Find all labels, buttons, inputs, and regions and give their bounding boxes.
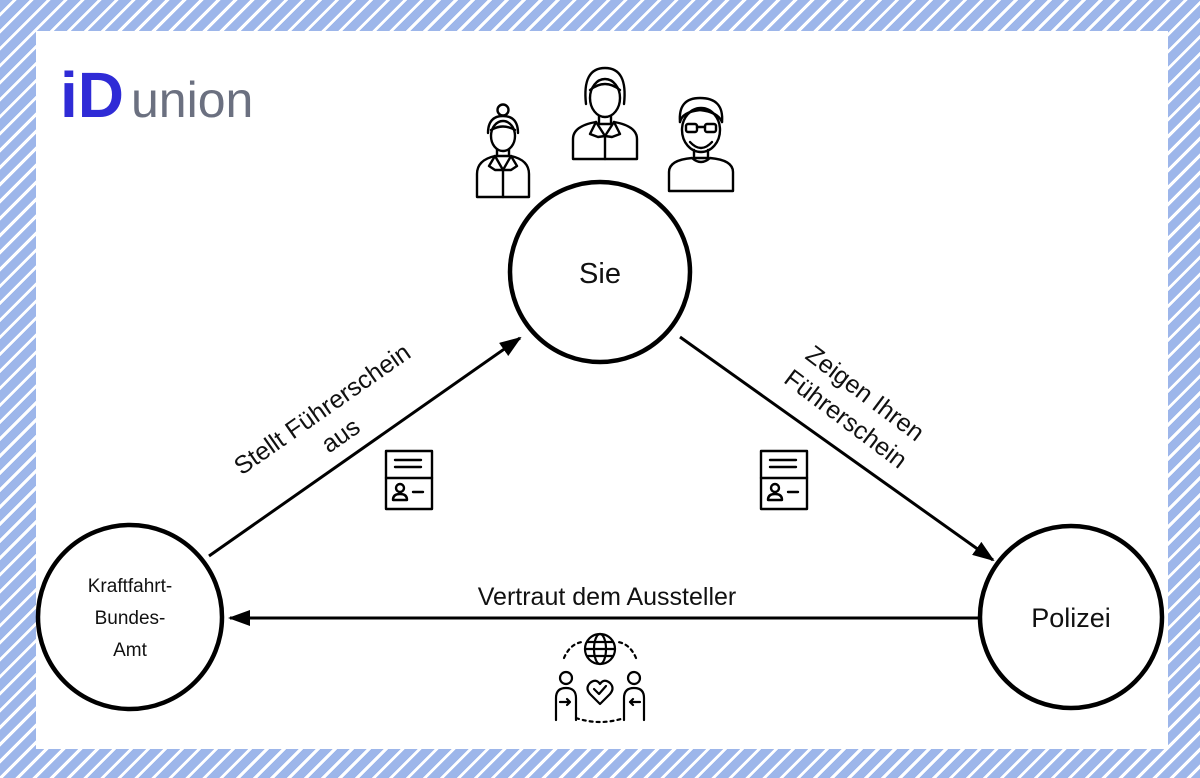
license-card-icon: [384, 449, 434, 511]
node-sie-label: Sie: [579, 258, 621, 290]
trust-edge-label: Vertraut dem Aussteller: [478, 583, 736, 611]
woman-icon: [571, 66, 639, 161]
man-with-glasses-icon: [667, 96, 735, 193]
issue-arrow: [208, 336, 522, 558]
idunion-logo: iD union: [60, 59, 253, 131]
node-sie-circle: [507, 179, 693, 365]
node-polizei-label: Polizei: [1031, 603, 1111, 633]
node-kba: Kraftfahrt- Bundes- Amt: [35, 522, 225, 712]
present-edge-label: Zeigen Ihren Führerschein: [779, 340, 929, 474]
logo-id-text: iD: [60, 59, 124, 131]
logo-union-text: union: [131, 72, 253, 128]
issue-edge-label: Stellt Führerschein aus: [229, 338, 416, 480]
present-arrow: [679, 335, 995, 562]
node-kba-circle: [35, 522, 225, 712]
node-kba-label-line3: Amt: [113, 640, 148, 661]
node-kba-label-line2: Bundes-: [95, 608, 166, 629]
node-sie: Sie: [507, 179, 693, 365]
issue-label-line1: Stellt Führerschein: [229, 338, 416, 480]
node-polizei: Polizei: [977, 523, 1165, 711]
trust-network-icon: [554, 632, 646, 724]
woman-icon: [475, 103, 531, 199]
license-card-icon: [759, 449, 809, 511]
node-kba-label-line1: Kraftfahrt-: [88, 576, 172, 597]
node-polizei-circle: [977, 523, 1165, 711]
